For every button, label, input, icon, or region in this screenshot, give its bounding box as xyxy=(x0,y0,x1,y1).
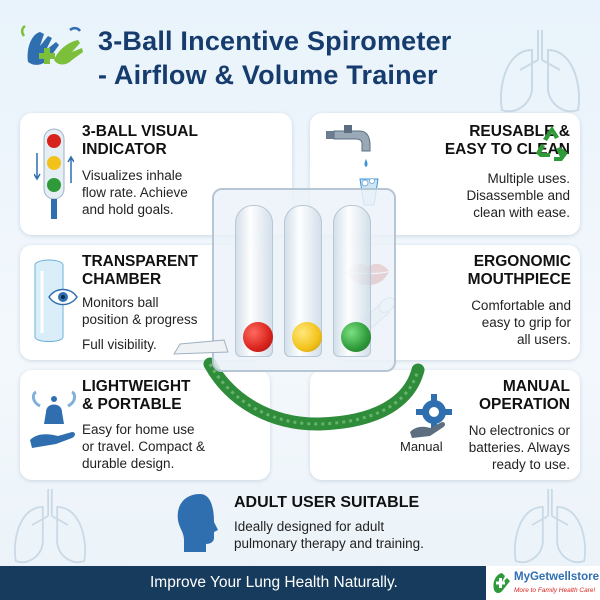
feature-heading: MANUAL xyxy=(502,378,570,395)
page-title: 3-Ball Incentive Spirometer - Airflow & … xyxy=(98,24,538,92)
footer-tagline: Improve Your Lung Health Naturally. xyxy=(150,574,398,591)
feature-text: Comfortable and xyxy=(471,298,571,313)
feature-text: Full visibility. xyxy=(82,337,157,352)
feature-text: Monitors ball xyxy=(82,295,159,310)
traffic-light-icon xyxy=(34,128,74,219)
feature-heading: OPERATION xyxy=(479,396,570,413)
feature-heading: MOUTHPIECE xyxy=(467,271,571,288)
feature-card-reusable: REUSABLE & EASY TO CLEAN Multiple uses. … xyxy=(310,113,580,235)
feature-card-visual-indicator: 3-BALL VISUAL INDICATOR Visualizes inhal… xyxy=(20,113,292,235)
feature-text: and hold goals. xyxy=(82,202,174,217)
lungs-icon xyxy=(499,30,581,113)
feature-heading: & PORTABLE xyxy=(82,396,182,413)
hands-logo-icon xyxy=(20,24,83,65)
bell-hand-icon xyxy=(30,390,77,448)
feature-text: easy to grip for xyxy=(481,315,571,330)
feature-text: flow rate. Achieve xyxy=(82,185,188,200)
title-line-1: 3-Ball Incentive Spirometer xyxy=(98,26,452,56)
feature-heading: TRANSPARENT xyxy=(82,253,198,270)
gear-hand-icon xyxy=(410,394,452,438)
hose xyxy=(203,357,425,431)
manual-icon-label: Manual xyxy=(400,439,443,454)
feature-text: Easy for home use xyxy=(82,422,195,437)
lungs-icon xyxy=(514,489,586,563)
ball-red xyxy=(243,322,273,352)
feature-heading: LIGHTWEIGHT xyxy=(82,378,191,395)
brand-tagline: More to Family Health Care! xyxy=(514,587,596,594)
brand-logo: MyGetwellstore More to Family Health Car… xyxy=(486,566,600,600)
feature-text: Disassemble and xyxy=(466,188,570,203)
ball-green xyxy=(341,322,371,352)
title-line-2: - Airflow & Volume Trainer xyxy=(98,60,438,90)
feature-heading: CHAMBER xyxy=(82,271,162,288)
feature-text: batteries. Always xyxy=(468,440,570,455)
feature-text: No electronics or xyxy=(468,423,570,438)
feature-text: pulmonary therapy and training. xyxy=(234,536,424,551)
feature-heading: ADULT USER SUITABLE xyxy=(234,494,420,511)
brand-mark-icon xyxy=(493,573,510,593)
brand-name: MyGetwellstore xyxy=(514,571,599,583)
feature-text: durable design. xyxy=(82,456,175,471)
feature-text: ready to use. xyxy=(491,457,570,472)
ball-yellow xyxy=(292,322,322,352)
feature-heading: 3-BALL VISUAL xyxy=(82,123,198,140)
cylinder-icon xyxy=(34,259,64,342)
feature-heading: ERGONOMIC xyxy=(473,253,571,270)
feature-text: position & progress xyxy=(82,312,198,327)
feature-text: all users. xyxy=(516,332,571,347)
feature-heading: REUSABLE & xyxy=(469,123,570,140)
feature-text: or travel. Compact & xyxy=(82,439,206,454)
eye-icon xyxy=(48,288,78,306)
feature-text: Visualizes inhale xyxy=(82,168,183,183)
feature-text: Multiple uses. xyxy=(487,171,570,186)
feature-heading: INDICATOR xyxy=(82,141,167,158)
recycle-icon xyxy=(536,126,568,161)
lungs-icon xyxy=(14,489,86,563)
feature-text: clean with ease. xyxy=(473,205,570,220)
feature-text: Ideally designed for adult xyxy=(234,519,385,534)
head-silhouette-icon xyxy=(177,494,218,552)
mouthpiece xyxy=(173,339,229,355)
